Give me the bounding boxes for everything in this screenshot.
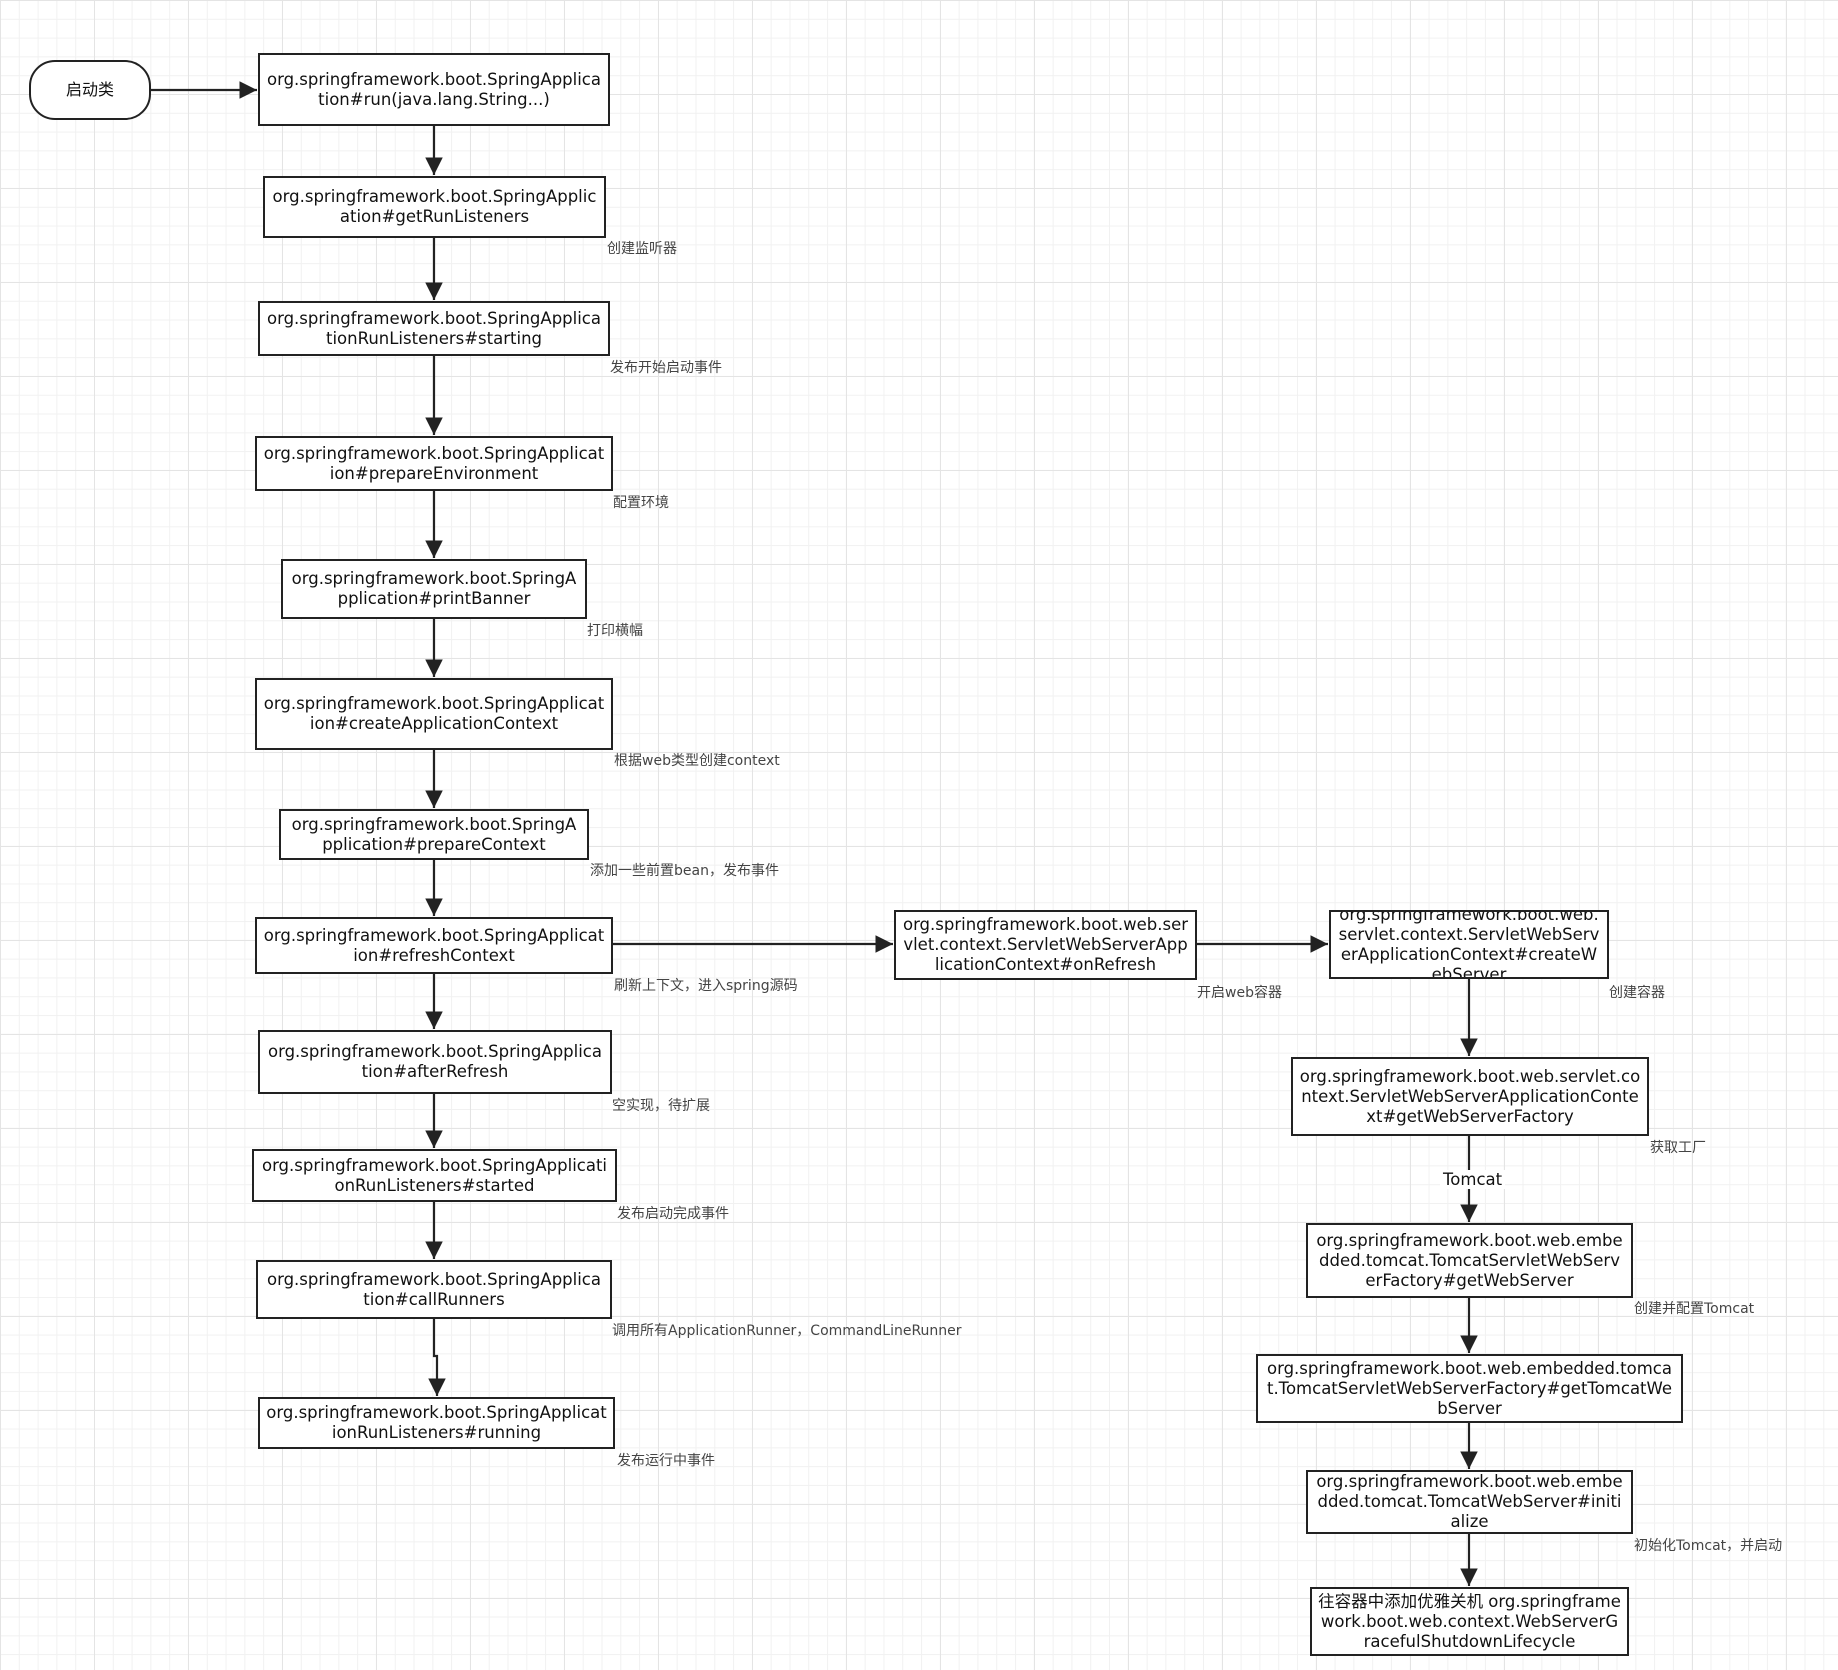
note-init-tomcat: 初始化Tomcat，并启动 <box>1634 1538 1783 1554</box>
step-text: org.springframework.boot.SpringApplicati… <box>272 187 597 226</box>
note-refresh-context: 刷新上下文，进入spring源码 <box>614 978 798 994</box>
step-text: org.springframework.boot.SpringApplicati… <box>291 814 577 854</box>
step-create-app-context[interactable]: org.springframework.boot.SpringApplicati… <box>255 678 613 750</box>
note-started: 发布启动完成事件 <box>617 1206 729 1222</box>
step-graceful-shutdown[interactable]: 往容器中添加优雅关机 org.springframework.boot.web.… <box>1310 1587 1629 1656</box>
note-call-runners: 调用所有ApplicationRunner，CommandLineRunner <box>612 1323 962 1339</box>
note-create-container: 创建容器 <box>1609 985 1665 1001</box>
start-node[interactable]: 启动类 <box>29 60 151 120</box>
step-text: org.springframework.boot.web.embedded.to… <box>1316 1472 1623 1531</box>
step-text: org.springframework.boot.SpringApplicati… <box>263 925 605 965</box>
step-text: org.springframework.boot.web.embedded.to… <box>1266 1358 1673 1418</box>
step-print-banner[interactable]: org.springframework.boot.SpringApplicati… <box>281 559 587 619</box>
step-text: org.springframework.boot.SpringApplicati… <box>267 308 601 348</box>
step-text: org.springframework.boot.SpringApplicati… <box>267 69 601 109</box>
step-create-web-server[interactable]: org.springframework.boot.web.servlet.con… <box>1329 910 1609 979</box>
step-text: org.springframework.boot.web.servlet.con… <box>1338 910 1600 979</box>
note-create-context: 根据web类型创建context <box>614 753 780 769</box>
note-print-banner: 打印横幅 <box>587 623 643 639</box>
step-started[interactable]: org.springframework.boot.SpringApplicati… <box>252 1149 617 1202</box>
note-create-tomcat: 创建并配置Tomcat <box>1634 1301 1755 1317</box>
note-start-web-container: 开启web容器 <box>1197 985 1282 1001</box>
step-text: org.springframework.boot.SpringApplicati… <box>266 1403 607 1442</box>
start-label: 启动类 <box>65 80 114 99</box>
step-starting[interactable]: org.springframework.boot.SpringApplicati… <box>258 301 610 356</box>
note-get-factory: 获取工厂 <box>1650 1140 1706 1156</box>
step-get-web-server[interactable]: org.springframework.boot.web.embedded.to… <box>1306 1223 1633 1298</box>
step-get-run-listeners[interactable]: org.springframework.boot.SpringApplicati… <box>263 176 606 238</box>
step-text: org.springframework.boot.SpringApplicati… <box>267 1269 601 1309</box>
step-run[interactable]: org.springframework.boot.SpringApplicati… <box>258 53 610 126</box>
step-prepare-context[interactable]: org.springframework.boot.SpringApplicati… <box>279 809 589 860</box>
step-running[interactable]: org.springframework.boot.SpringApplicati… <box>258 1397 615 1449</box>
step-after-refresh[interactable]: org.springframework.boot.SpringApplicati… <box>258 1030 612 1094</box>
step-text: 往容器中添加优雅关机 org.springframework.boot.web.… <box>1318 1591 1621 1651</box>
step-refresh-context[interactable]: org.springframework.boot.SpringApplicati… <box>255 917 613 974</box>
step-text: org.springframework.boot.web.servlet.con… <box>1299 1066 1641 1126</box>
step-get-web-server-factory[interactable]: org.springframework.boot.web.servlet.con… <box>1291 1057 1649 1136</box>
step-get-tomcat-web-server[interactable]: org.springframework.boot.web.embedded.to… <box>1256 1354 1683 1423</box>
step-text: org.springframework.boot.SpringApplicati… <box>268 1042 602 1081</box>
step-initialize[interactable]: org.springframework.boot.web.embedded.to… <box>1306 1470 1633 1534</box>
step-text: org.springframework.boot.SpringApplicati… <box>263 443 605 483</box>
edge-label-tomcat: Tomcat <box>1440 1170 1506 1189</box>
note-prepare-context: 添加一些前置bean，发布事件 <box>590 863 779 879</box>
step-text: org.springframework.boot.SpringApplicati… <box>261 1155 608 1195</box>
note-after-refresh: 空实现，待扩展 <box>612 1098 710 1114</box>
step-prepare-environment[interactable]: org.springframework.boot.SpringApplicati… <box>255 436 613 491</box>
arrow-left-11 <box>428 1318 446 1396</box>
step-text: org.springframework.boot.SpringApplicati… <box>291 569 577 608</box>
step-text: org.springframework.boot.web.embedded.to… <box>1316 1230 1623 1290</box>
step-on-refresh[interactable]: org.springframework.boot.web.servlet.con… <box>894 910 1197 980</box>
note-config-env: 配置环境 <box>613 495 669 511</box>
note-publish-starting: 发布开始启动事件 <box>610 360 722 376</box>
step-text: org.springframework.boot.web.servlet.con… <box>902 915 1189 974</box>
step-text: org.springframework.boot.SpringApplicati… <box>263 694 605 733</box>
note-running: 发布运行中事件 <box>617 1453 715 1469</box>
note-create-listeners: 创建监听器 <box>607 241 677 257</box>
step-call-runners[interactable]: org.springframework.boot.SpringApplicati… <box>256 1260 612 1319</box>
